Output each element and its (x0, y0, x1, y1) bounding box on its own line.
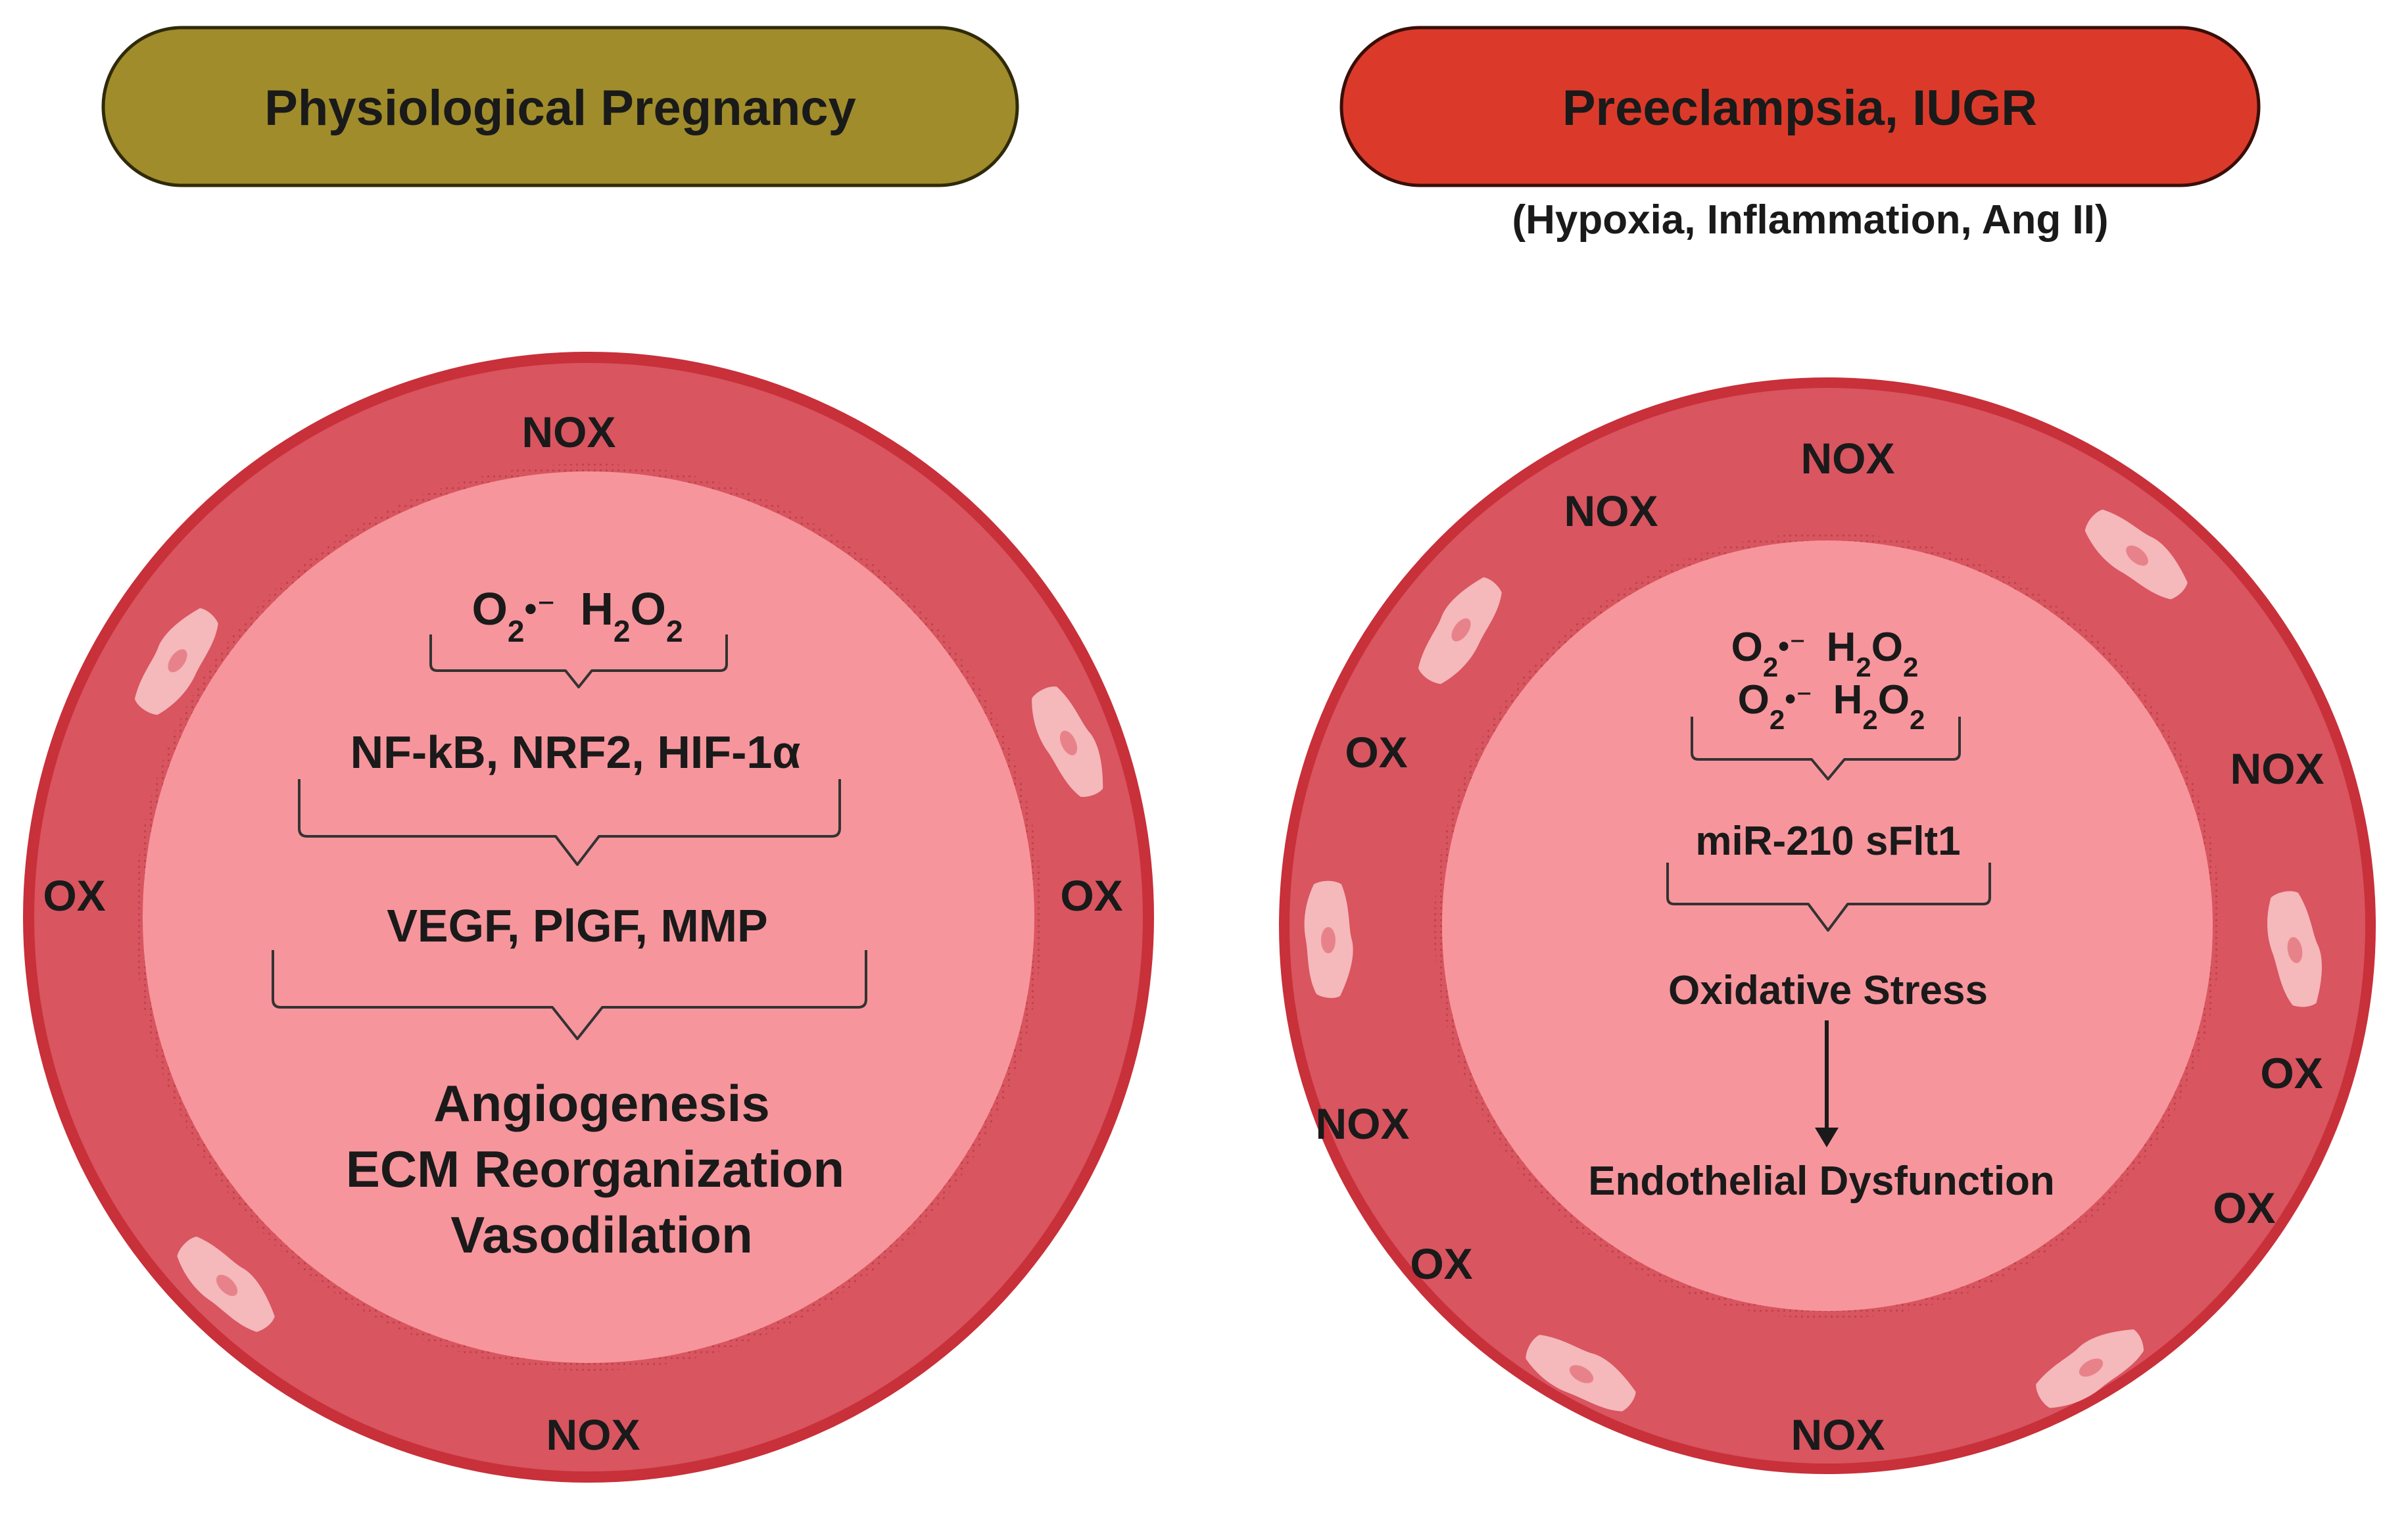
left-outcome-1: Angiogenesis (433, 1074, 769, 1132)
left-brace-2 (298, 779, 841, 866)
left-outcome-2: ECM Reorganization (346, 1140, 844, 1198)
left-panel: Physiological Pregnancy NOX NOX OX OX O2… (23, 26, 1154, 1483)
left-lumen (143, 471, 1034, 1363)
right-nox-top: NOX (1800, 434, 1894, 483)
right-subtitle: (Hypoxia, Inflammation, Ang II) (1512, 197, 2108, 243)
down-arrow-icon (1815, 1128, 1839, 1147)
right-mirna: miR-210 sFlt1 (1695, 819, 1960, 864)
endothelial-cell-icon (1304, 880, 1353, 998)
right-nox-bottom: NOX (1791, 1410, 1885, 1459)
left-ox-right: OX (1060, 871, 1122, 920)
right-title-pill: Preeclampsia, IUGR (1339, 26, 2261, 187)
left-targets: VEGF, PlGF, MMP (387, 900, 768, 951)
left-ros-label: O2•⁻ H2O2 (471, 583, 683, 648)
right-ox-right-lower: OX (2213, 1183, 2275, 1232)
right-lumen (1442, 540, 2213, 1311)
left-title: Physiological Pregnancy (264, 80, 856, 136)
right-ox-left: OX (1345, 728, 1407, 776)
right-ox-right-upper: OX (2260, 1049, 2323, 1097)
left-ox-left: OX (43, 871, 105, 920)
left-brace-3 (272, 950, 867, 1040)
right-panel: Preeclampsia, IUGR (Hypoxia, Inflammatio… (1279, 26, 2376, 1474)
left-nox-top: NOX (521, 408, 615, 456)
right-brace-2 (1666, 863, 1991, 932)
left-outcome-3: Vasodilation (450, 1206, 752, 1264)
left-vessel: NOX NOX OX OX O2•⁻ H2O2 NF-kB, NRF2, HIF… (23, 352, 1154, 1483)
left-brace-1 (429, 634, 728, 688)
right-nox-right: NOX (2230, 744, 2324, 793)
left-nox-bottom: NOX (546, 1410, 640, 1459)
right-title: Preeclampsia, IUGR (1562, 80, 2037, 136)
right-nox-lower-left: NOX (1315, 1099, 1409, 1148)
left-title-pill: Physiological Pregnancy (101, 26, 1019, 187)
right-vessel: NOX NOX NOX NOX NOX OX OX OX OX O2•⁻ H2O… (1279, 377, 2376, 1474)
left-factors: NF-kB, NRF2, HIF-1α (350, 727, 801, 778)
right-ox-lower-left: OX (1410, 1239, 1472, 1288)
right-ros-line-1: O2•⁻ H2O2 (1731, 625, 1919, 682)
right-nox-upper-left: NOX (1564, 487, 1658, 535)
right-ros-line-2: O2•⁻ H2O2 (1738, 677, 1925, 735)
right-stress: Oxidative Stress (1668, 968, 1988, 1013)
right-brace-1 (1691, 717, 1961, 780)
right-result: Endothelial Dysfunction (1588, 1158, 2055, 1204)
